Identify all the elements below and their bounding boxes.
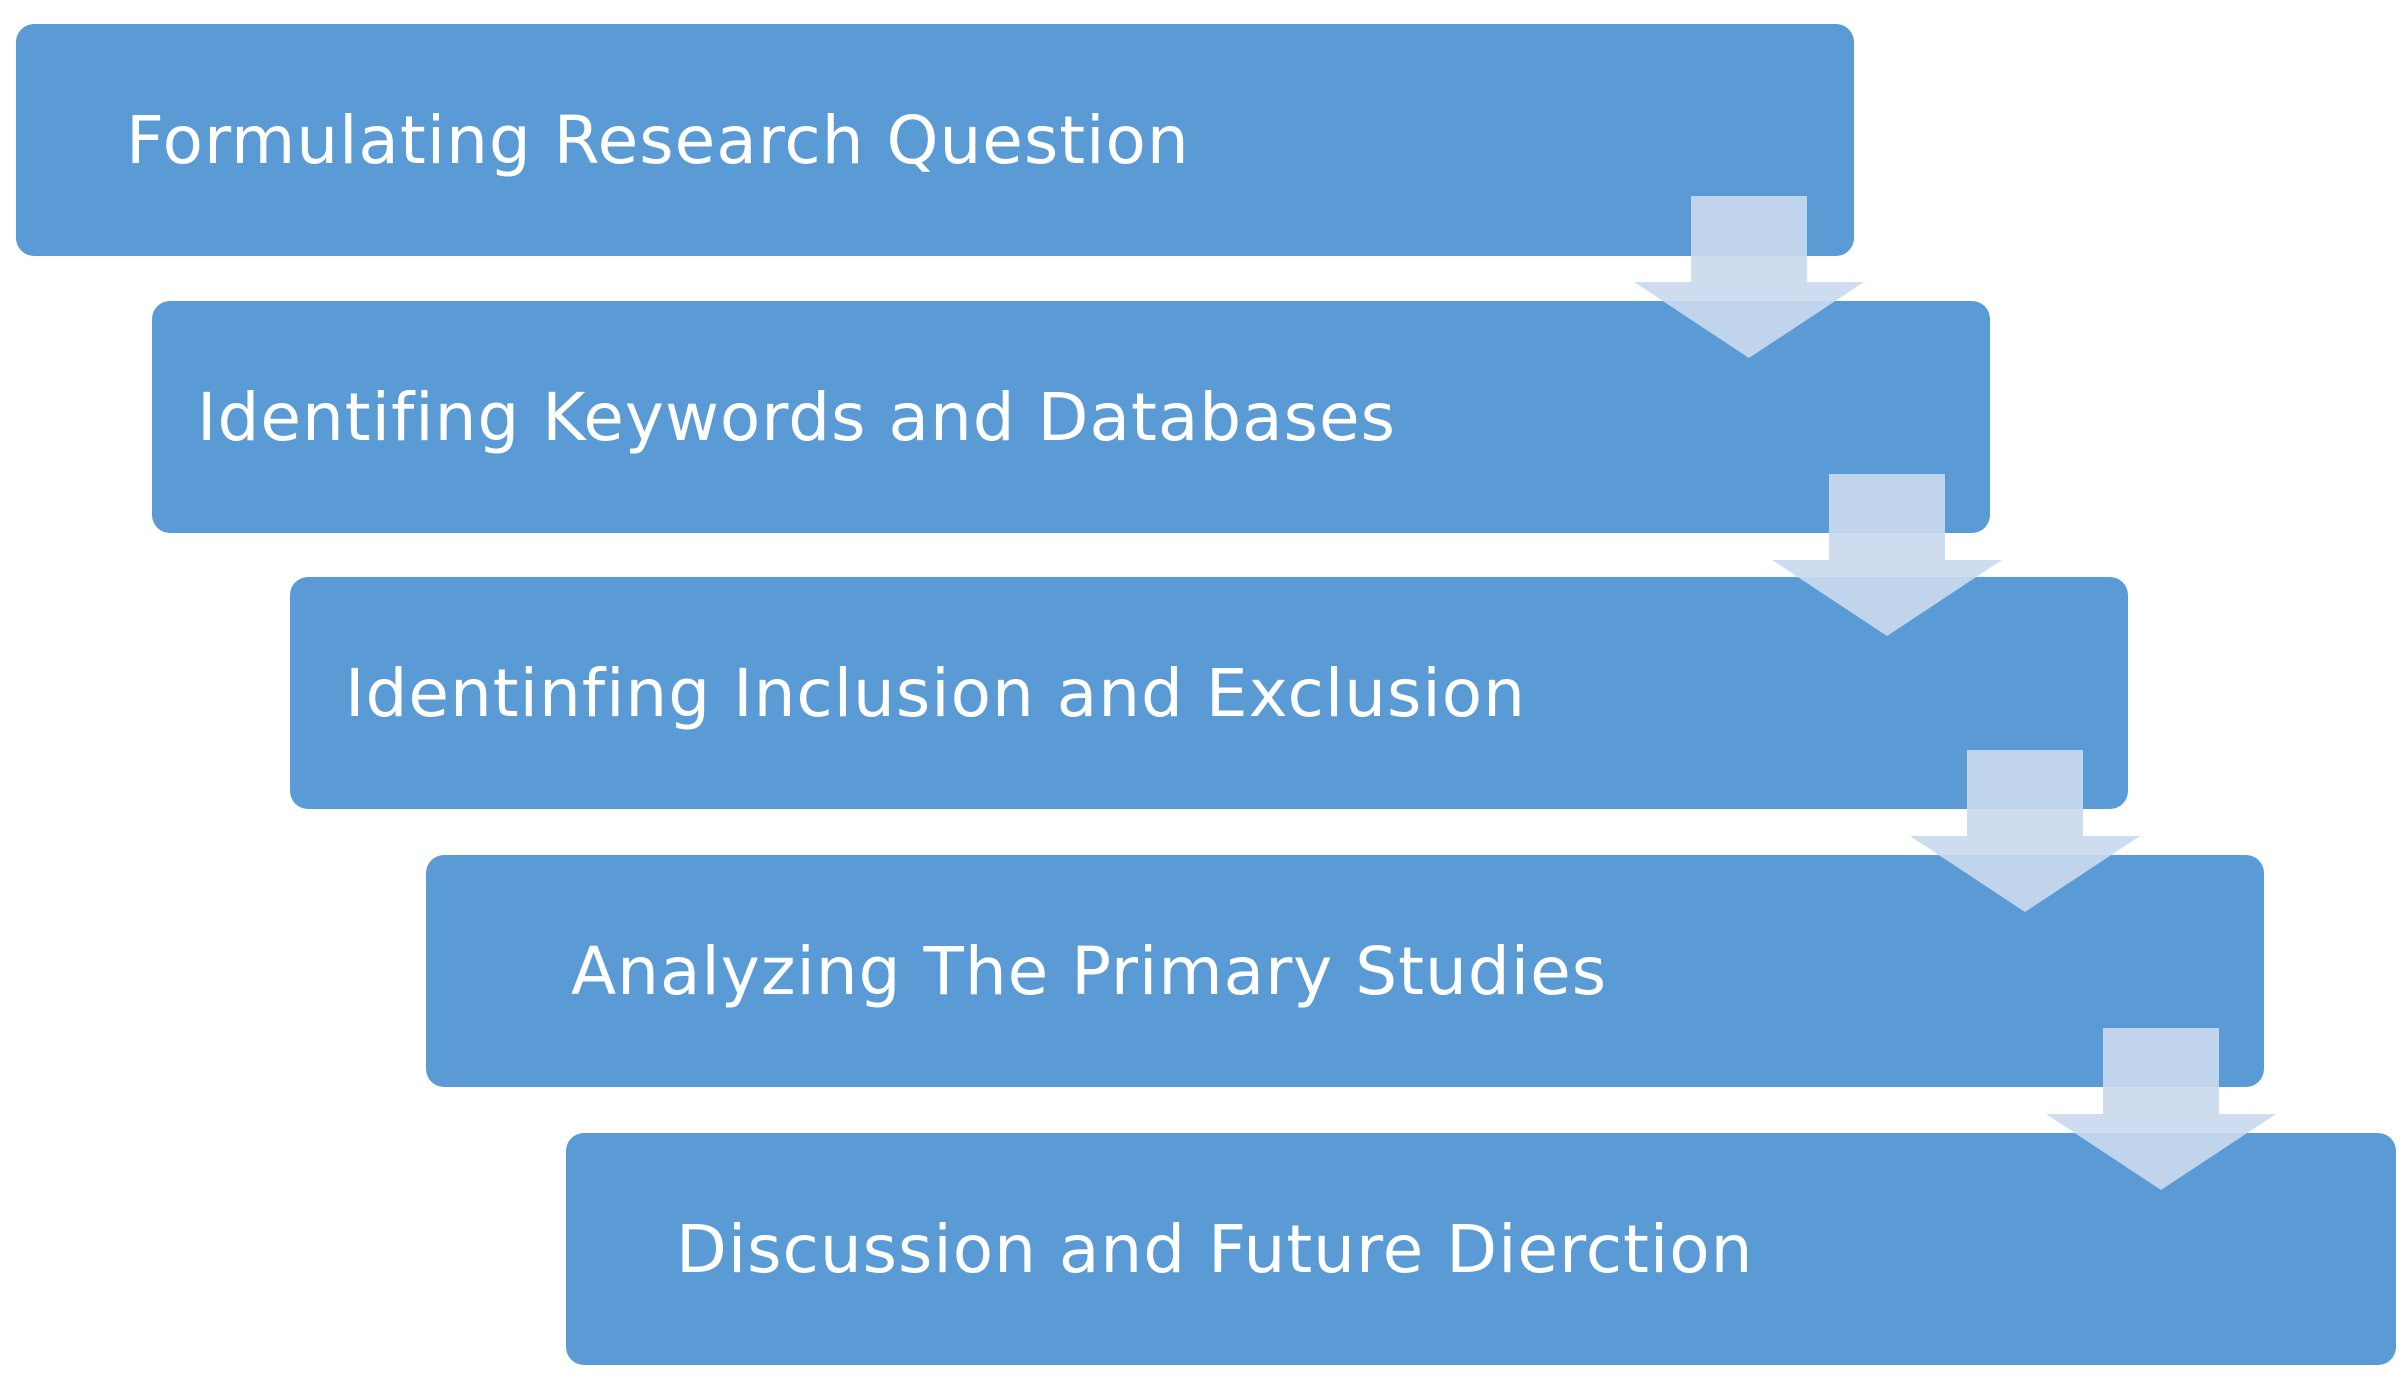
down-arrow-icon <box>2046 1028 2276 1190</box>
step-4-box: Analyzing The Primary Studies <box>426 855 2264 1087</box>
down-arrow-icon <box>1634 196 1864 358</box>
step-1-label: Formulating Research Question <box>126 101 1190 179</box>
step-2-label: Identifing Keywords and Databases <box>197 378 1396 456</box>
step-4-label: Analyzing The Primary Studies <box>571 932 1608 1010</box>
step-5-label: Discussion and Future Dierction <box>676 1210 1754 1288</box>
down-arrow-icon <box>1910 750 2140 912</box>
step-3-box: Identinfing Inclusion and Exclusion <box>290 577 2128 809</box>
step-3-label: Identinfing Inclusion and Exclusion <box>345 654 1526 732</box>
down-arrow-icon <box>1772 474 2002 636</box>
step-1-box: Formulating Research Question <box>16 24 1854 256</box>
step-2-box: Identifing Keywords and Databases <box>152 301 1990 533</box>
step-5-box: Discussion and Future Dierction <box>566 1133 2396 1365</box>
